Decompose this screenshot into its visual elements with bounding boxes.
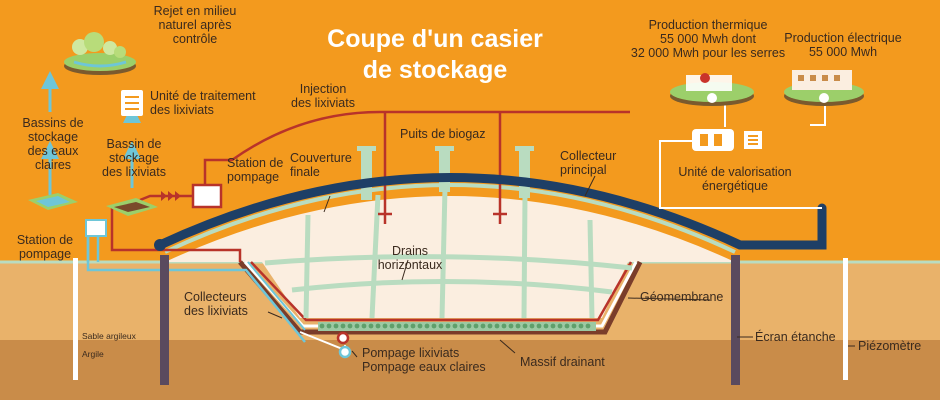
drainage-dot bbox=[382, 323, 388, 329]
drainage-dot bbox=[389, 323, 395, 329]
drainage-dot bbox=[396, 323, 402, 329]
drainage-dot bbox=[361, 323, 367, 329]
drainage-dot bbox=[473, 323, 479, 329]
thermal-production-island bbox=[670, 73, 754, 106]
drainage-dot bbox=[480, 323, 486, 329]
diagram-title: Coupe d'un casier de stockage bbox=[327, 25, 543, 84]
drainage-dot bbox=[403, 323, 409, 329]
drainage-dot bbox=[564, 323, 570, 329]
label-geomembrane: Géomembrane bbox=[640, 290, 724, 304]
label-pompage-lixiviats: Pompage lixiviats bbox=[362, 346, 460, 360]
leachate-pump-point bbox=[336, 331, 350, 345]
label-production-electrique: Production électrique 55 000 Mwh bbox=[784, 31, 902, 59]
label-production-thermique: Production thermique 55 000 Mwh dont 32 … bbox=[630, 18, 786, 60]
clear-water-basin bbox=[28, 193, 78, 210]
drainage-dot bbox=[536, 323, 542, 329]
drainage-dot bbox=[557, 323, 563, 329]
clay-layer bbox=[0, 340, 940, 400]
treatment-unit-icon bbox=[121, 90, 143, 116]
pumping-station-mid-box bbox=[191, 183, 223, 209]
drainage-mass bbox=[318, 322, 596, 331]
clean-water-line-pit bbox=[247, 261, 306, 331]
leachate-collector-line bbox=[250, 261, 633, 322]
drainage-dot bbox=[354, 323, 360, 329]
drainage-dot bbox=[571, 323, 577, 329]
main-collector-pipe bbox=[155, 173, 827, 250]
biogas-wells bbox=[357, 146, 534, 200]
leachate-to-basin-line bbox=[139, 194, 193, 202]
drainage-dot bbox=[487, 323, 493, 329]
label-collecteur-principal: Collecteur principal bbox=[560, 149, 617, 177]
drainage-dot bbox=[466, 323, 472, 329]
energy-unit-icon bbox=[692, 129, 762, 151]
label-massif-drainant: Massif drainant bbox=[520, 355, 605, 369]
label-puits-biogaz: Puits de biogaz bbox=[400, 127, 486, 141]
pumping-station-left-box bbox=[85, 219, 107, 237]
label-ecran-etanche: Écran étanche bbox=[755, 330, 836, 344]
leachate-injection-network bbox=[203, 110, 630, 224]
drainage-dot bbox=[494, 323, 500, 329]
drainage-dot bbox=[326, 323, 332, 329]
drainage-dot bbox=[347, 323, 353, 329]
label-collecteurs-lixiviats: Collecteurs des lixiviats bbox=[184, 290, 248, 318]
drainage-dot bbox=[508, 323, 514, 329]
drainage-dot bbox=[585, 323, 591, 329]
leader-lines bbox=[267, 175, 855, 358]
label-couverture: Couverture finale bbox=[290, 151, 352, 179]
leachate-collector-up bbox=[110, 228, 242, 262]
drainage-dot bbox=[368, 323, 374, 329]
label-piezometre: Piézomètre bbox=[858, 339, 922, 353]
drainage-dot bbox=[417, 323, 423, 329]
sealed-screens bbox=[160, 255, 740, 385]
flow-chevrons bbox=[161, 191, 181, 201]
drainage-dot bbox=[375, 323, 381, 329]
piezometers bbox=[73, 258, 848, 380]
left-flow-arrows bbox=[41, 71, 141, 195]
drainage-dot bbox=[459, 323, 465, 329]
main-collector-end bbox=[154, 239, 166, 251]
drainage-dot bbox=[452, 323, 458, 329]
leachate-basin bbox=[106, 198, 158, 216]
drainage-dot bbox=[410, 323, 416, 329]
drainage-dot bbox=[333, 323, 339, 329]
label-station-pompage-left: Station de pompage bbox=[16, 233, 74, 261]
label-unite-valorisation: Unité de valorisation énergétique bbox=[678, 165, 792, 193]
drainage-dot bbox=[578, 323, 584, 329]
drainage-dot bbox=[522, 323, 528, 329]
label-sable-argileux: Sable argileux bbox=[82, 331, 136, 341]
drainage-dot bbox=[438, 323, 444, 329]
drainage-dot bbox=[445, 323, 451, 329]
label-pompage-eaux-claires: Pompage eaux claires bbox=[362, 360, 486, 374]
release-island bbox=[64, 32, 136, 75]
horizontal-drains bbox=[264, 187, 633, 319]
drainage-dot bbox=[543, 323, 549, 329]
label-unite-traitement: Unité de traitement des lixiviats bbox=[150, 89, 256, 117]
drainage-dot bbox=[550, 323, 556, 329]
label-bassin-lixiviats: Bassin de stockage des lixiviats bbox=[102, 137, 166, 179]
label-argile: Argile bbox=[82, 349, 104, 359]
drainage-dot bbox=[424, 323, 430, 329]
label-station-pompage-mid: Station de pompage bbox=[227, 156, 284, 184]
label-drains: Drains horizontaux bbox=[377, 244, 443, 272]
biogas-feed-line bbox=[659, 140, 822, 209]
label-injection: Injection des lixiviats bbox=[291, 82, 355, 110]
clean-water-pump-point bbox=[338, 345, 352, 359]
drainage-dot bbox=[319, 323, 325, 329]
drainage-dot bbox=[529, 323, 535, 329]
label-rejet: Rejet en milieu naturel après contrôle bbox=[153, 4, 237, 46]
electric-production-island bbox=[784, 70, 864, 106]
drainage-dot bbox=[501, 323, 507, 329]
drainage-dot bbox=[340, 323, 346, 329]
sealed-barrier bbox=[238, 260, 643, 335]
drainage-dot bbox=[431, 323, 437, 329]
label-bassins-eaux-claires: Bassins de stockage des eaux claires bbox=[22, 116, 84, 172]
drainage-dot bbox=[515, 323, 521, 329]
